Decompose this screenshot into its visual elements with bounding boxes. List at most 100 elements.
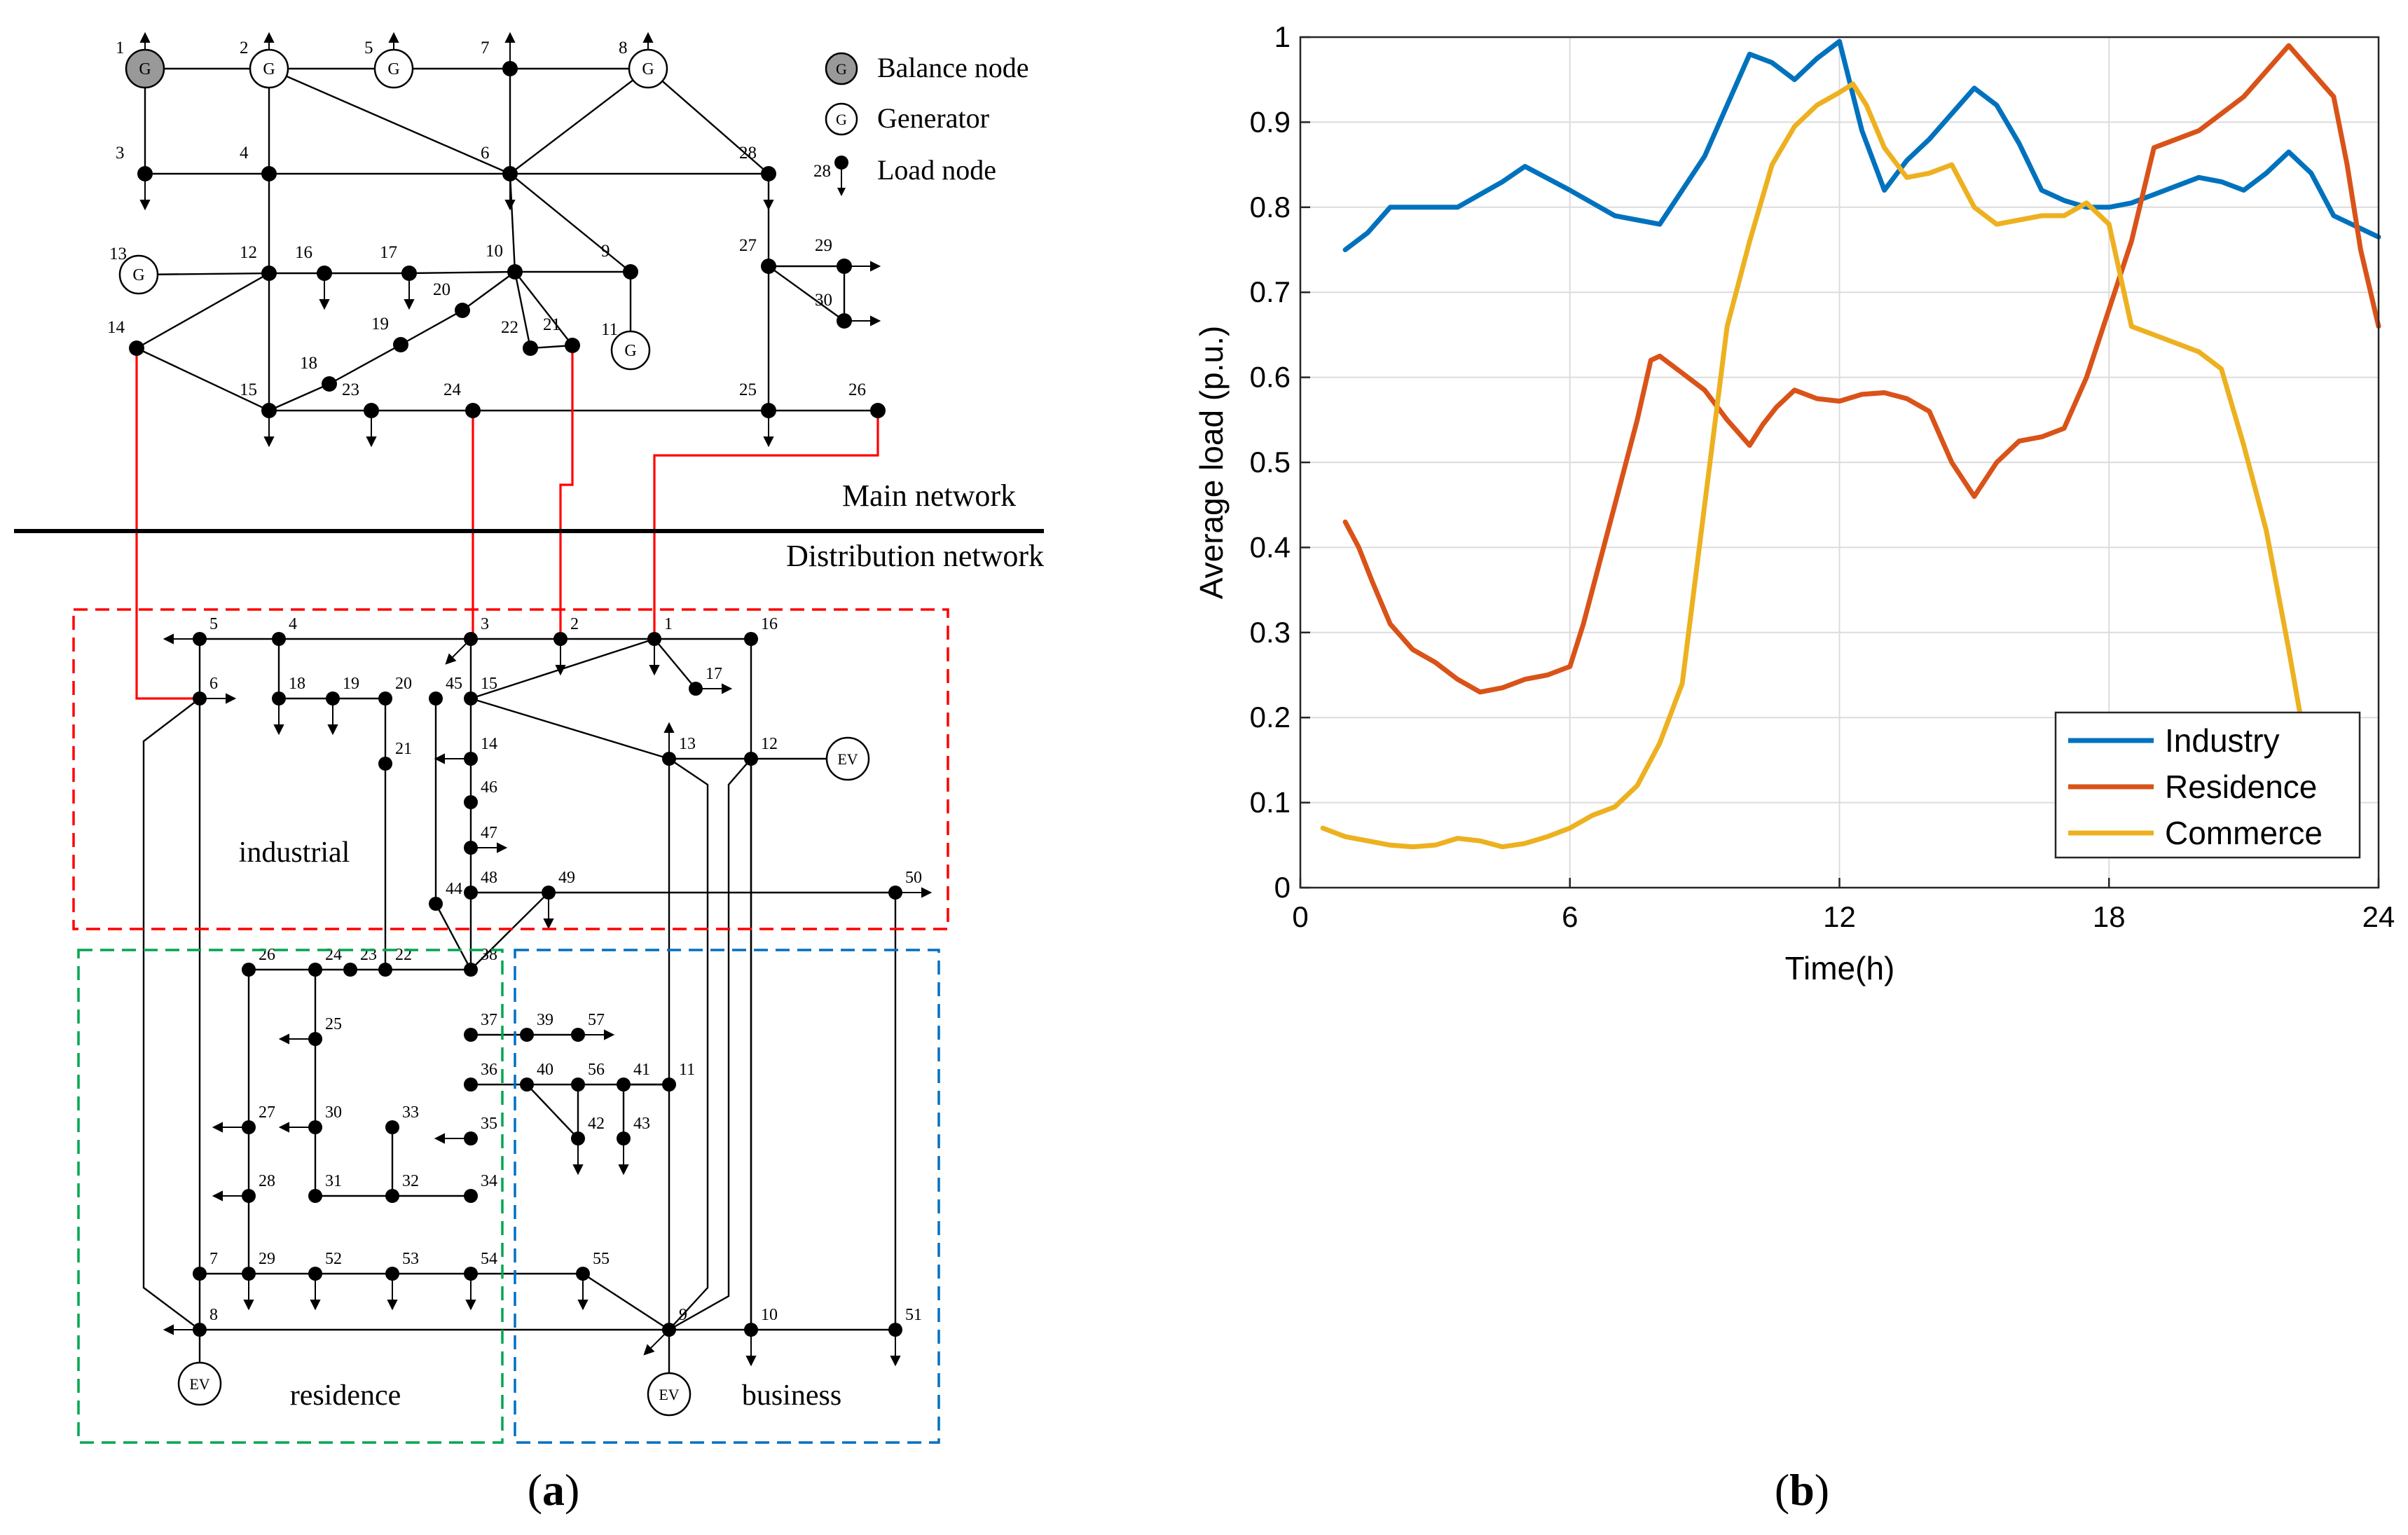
dist-bus-12 bbox=[744, 752, 758, 766]
dist-load-arrow-1-head bbox=[163, 633, 174, 645]
dist-bus-label-56: 56 bbox=[588, 1061, 605, 1079]
main-bus-28 bbox=[761, 166, 776, 181]
main-load-arrow-8-head bbox=[263, 436, 275, 448]
industrial-zone-label: industrial bbox=[239, 837, 350, 869]
dist-load-arrow-10-head bbox=[543, 918, 554, 930]
dist-bus-label-31: 31 bbox=[325, 1172, 342, 1190]
y-tick-label-0.3: 0.3 bbox=[1250, 616, 1291, 649]
main-line-12-13 bbox=[138, 272, 270, 276]
generator-glyph-2: G bbox=[263, 60, 275, 78]
dist-bus-label-27: 27 bbox=[259, 1103, 275, 1122]
dist-bus-35 bbox=[464, 1131, 478, 1145]
dist-bus-label-53: 53 bbox=[402, 1250, 419, 1268]
dist-bus-label-6: 6 bbox=[209, 675, 218, 693]
main-bus-label-14: 14 bbox=[107, 318, 125, 337]
main-network-label: Main network bbox=[842, 479, 1016, 513]
dist-bus-label-22: 22 bbox=[395, 946, 412, 964]
ev-station-1 bbox=[177, 1361, 222, 1406]
main-bus-label-27: 27 bbox=[739, 236, 757, 255]
ev-glyph-1: EV bbox=[189, 1375, 209, 1393]
dist-bus-label-42: 42 bbox=[588, 1115, 605, 1133]
dist-bus-10 bbox=[744, 1323, 758, 1337]
residence-zone-label: residence bbox=[290, 1379, 401, 1412]
dist-load-arrow-13-head bbox=[643, 1344, 655, 1356]
main-bus-label-6: 6 bbox=[481, 144, 490, 163]
dist-bus-label-44: 44 bbox=[446, 880, 462, 898]
main-line-27-30 bbox=[768, 266, 845, 322]
main-bus-23 bbox=[364, 403, 379, 418]
dist-bus-53 bbox=[385, 1267, 399, 1281]
dist-bus-45 bbox=[429, 691, 443, 705]
y-tick-label-0.9: 0.9 bbox=[1250, 105, 1291, 138]
x-tick-label-12: 12 bbox=[1823, 900, 1856, 933]
main-bus-label-7: 7 bbox=[481, 39, 490, 57]
main-bus-label-12: 12 bbox=[240, 243, 257, 262]
dist-load-arrow-24-head bbox=[243, 1300, 254, 1311]
dist-line-44-38 bbox=[434, 903, 472, 970]
dist-bus-15 bbox=[464, 691, 478, 705]
main-bus-label-15: 15 bbox=[240, 380, 257, 399]
main-load-arrow-3-head bbox=[388, 32, 399, 43]
dist-bus-label-38: 38 bbox=[481, 946, 497, 964]
dist-bus-29 bbox=[242, 1267, 256, 1281]
main-line-21-10 bbox=[514, 271, 573, 346]
dist-bus-label-37: 37 bbox=[481, 1011, 497, 1029]
dist-bus-57 bbox=[571, 1028, 585, 1042]
main-line-10-22 bbox=[514, 271, 532, 349]
dist-bus-51 bbox=[888, 1323, 902, 1337]
main-line-6-10 bbox=[509, 173, 516, 273]
ev-glyph-3: EV bbox=[837, 750, 858, 768]
dist-bus-16 bbox=[744, 632, 758, 646]
dist-bus-2 bbox=[553, 632, 567, 646]
main-bus-29 bbox=[837, 259, 852, 274]
dist-bus-label-39: 39 bbox=[537, 1011, 553, 1029]
main-bus-label-3: 3 bbox=[116, 144, 125, 163]
dist-bus-22 bbox=[378, 963, 392, 977]
main-bus-label-4: 4 bbox=[240, 144, 249, 163]
dist-bus-label-34: 34 bbox=[481, 1172, 497, 1190]
main-line-20-19 bbox=[400, 309, 463, 346]
dist-bus-label-47: 47 bbox=[481, 824, 497, 842]
dist-bus-23 bbox=[343, 963, 357, 977]
generator-glyph-5: G bbox=[387, 60, 399, 78]
dist-bus-label-52: 52 bbox=[325, 1250, 342, 1268]
main-load-arrow-5-head bbox=[642, 32, 654, 43]
business-zone-box bbox=[514, 949, 940, 1444]
generator-symbol bbox=[825, 102, 858, 136]
dist-bus-label-18: 18 bbox=[289, 675, 305, 693]
balance-node-1 bbox=[125, 48, 165, 89]
dist-bus-label-15: 15 bbox=[481, 675, 497, 693]
dist-load-arrow-12-head bbox=[163, 1324, 174, 1335]
dist-bus-20 bbox=[378, 691, 392, 705]
dist-load-arrow-28-head bbox=[577, 1300, 589, 1311]
main-bus-27 bbox=[761, 259, 776, 274]
main-load-arrow-14-head bbox=[870, 261, 881, 272]
dist-bus-8 bbox=[193, 1323, 207, 1337]
dist-load-arrow-22-head bbox=[572, 1164, 584, 1176]
dist-bus-21 bbox=[378, 757, 392, 771]
generator-glyph-13: G bbox=[132, 266, 144, 284]
main-bus-21 bbox=[565, 338, 580, 353]
y-tick-label-0.4: 0.4 bbox=[1250, 530, 1291, 563]
dist-load-arrow-17-head bbox=[212, 1122, 223, 1133]
legend-label-residence: Residence bbox=[2165, 769, 2317, 805]
ev-glyph-2: EV bbox=[659, 1386, 679, 1403]
main-bus-label-11: 11 bbox=[601, 320, 618, 339]
dist-load-arrow-23-head bbox=[618, 1164, 629, 1176]
dist-bus-label-55: 55 bbox=[593, 1250, 610, 1268]
legend-label-commerce: Commerce bbox=[2165, 815, 2323, 851]
dist-bus-label-33: 33 bbox=[402, 1103, 419, 1122]
dist-feeder-1 bbox=[142, 698, 200, 1330]
dist-load-arrow-7-head bbox=[327, 724, 338, 736]
load-node-symbol bbox=[834, 156, 848, 170]
main-bus-label-1: 1 bbox=[116, 39, 125, 57]
generator-glyph-11: G bbox=[624, 342, 636, 360]
generator-node-11 bbox=[610, 330, 651, 371]
dist-bus-label-23: 23 bbox=[360, 946, 377, 964]
main-bus-label-23: 23 bbox=[342, 380, 359, 399]
dist-load-arrow-2-head bbox=[226, 693, 237, 704]
generator-symbol-glyph: G bbox=[836, 111, 847, 128]
dist-bus-label-32: 32 bbox=[402, 1172, 419, 1190]
dist-bus-36 bbox=[464, 1078, 478, 1092]
